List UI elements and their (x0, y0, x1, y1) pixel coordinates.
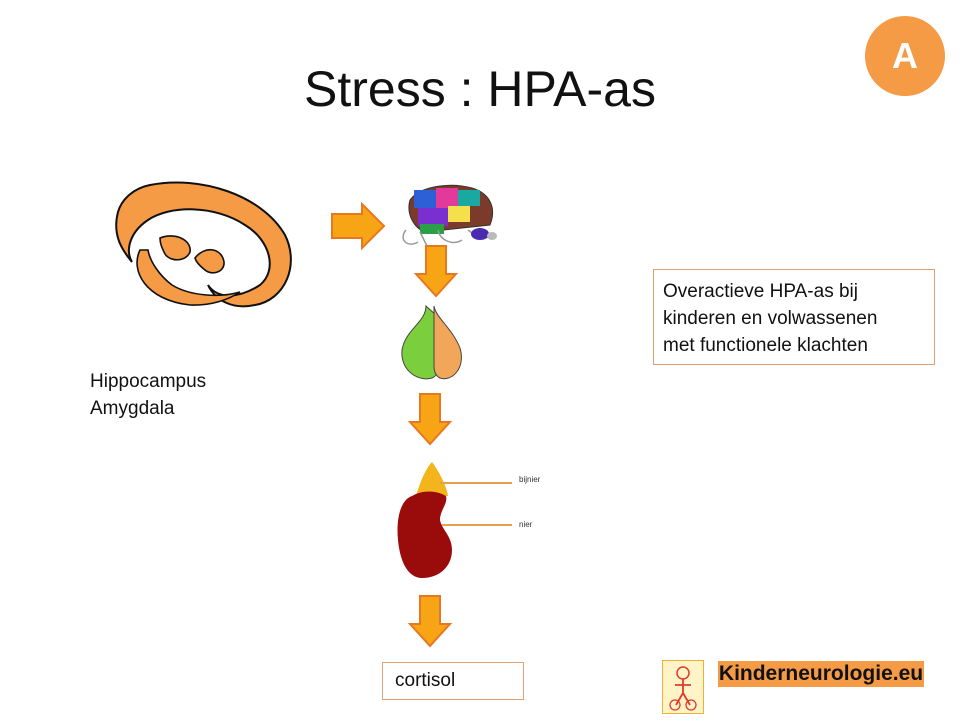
label-bijnier: bijnier (519, 475, 541, 484)
arrow-down-icon (413, 245, 459, 298)
logo-icon (662, 660, 704, 714)
brain-region-label: Hippocampus Amygdala (90, 368, 206, 422)
label-hippocampus: Hippocampus (90, 371, 207, 392)
brain-outline-icon (115, 181, 292, 308)
note-line: kinderen en volwassenen (663, 308, 878, 329)
cortisol-box: cortisol (382, 662, 524, 700)
brand-label: Kinderneurologie.eu (718, 661, 924, 687)
pituitary-gland-icon (401, 304, 462, 380)
kidney-adrenal-icon (397, 462, 512, 578)
note-box: Overactieve HPA-as bij kinderen en volwa… (653, 269, 935, 365)
label-nier: nier (519, 520, 533, 529)
note-line: Overactieve HPA-as bij (663, 281, 858, 302)
slide-badge: A (865, 16, 945, 96)
slide-title: Stress : HPA-as (304, 61, 656, 117)
arrow-right-icon (331, 201, 386, 251)
label-amygdala: Amygdala (90, 398, 175, 419)
brain-colored-icon (402, 184, 497, 253)
note-line: met functionele klachten (663, 335, 868, 356)
arrow-down-icon (407, 595, 453, 648)
arrow-down-icon (407, 393, 453, 446)
